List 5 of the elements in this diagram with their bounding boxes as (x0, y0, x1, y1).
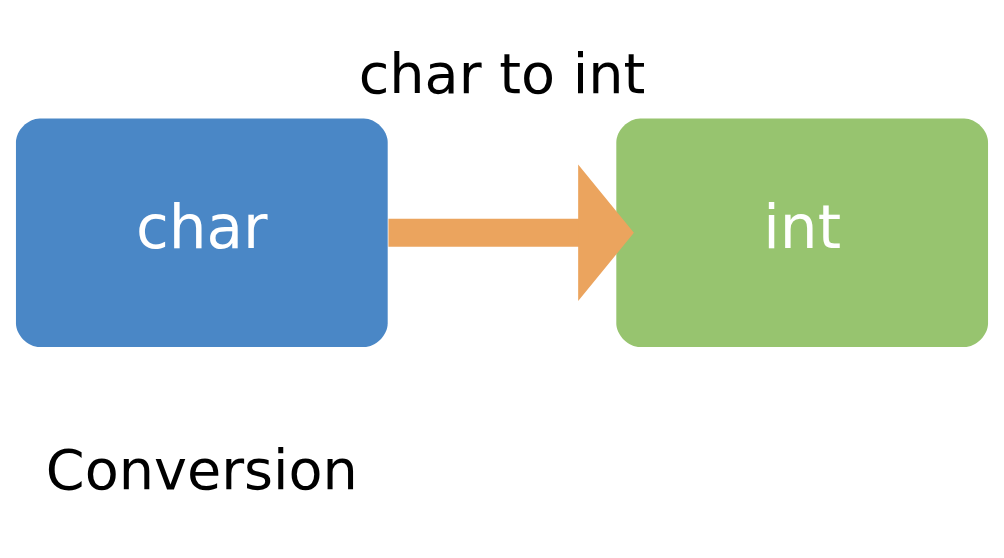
arrow (388, 164, 634, 301)
node-box: int (616, 118, 989, 347)
caption: Conversion (45, 436, 358, 502)
diagram-title: char to int (358, 40, 646, 106)
node-box: char (15, 118, 388, 347)
